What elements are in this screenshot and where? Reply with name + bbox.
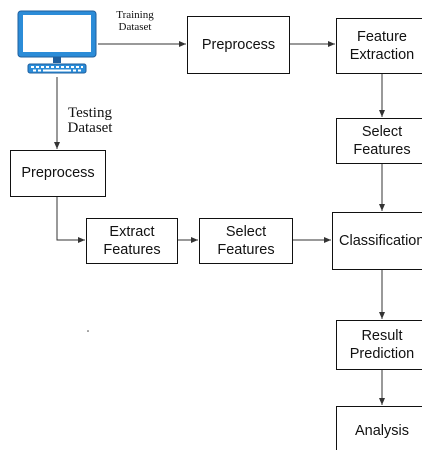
analysis-node: Analysis: [336, 406, 422, 450]
computer-monitor-icon: [17, 10, 97, 74]
select-features-top-node: Select Features: [336, 118, 422, 164]
preprocess-top-node: Preprocess: [187, 16, 290, 74]
select-features-mid-node: Select Features: [199, 218, 293, 264]
stray-dot: [87, 330, 89, 332]
testing-dataset-label: Testing Dataset: [67, 105, 113, 136]
preprocess-left-node: Preprocess: [10, 150, 106, 197]
feature-extraction-node: Feature Extraction: [336, 18, 422, 74]
extract-features-node: Extract Features: [86, 218, 178, 264]
arrow-preprocess-left-to-extract: [56, 197, 85, 243]
result-prediction-node: Result Prediction: [336, 320, 422, 370]
classification-node: Classification: [332, 212, 422, 270]
training-dataset-label: Training Dataset: [116, 9, 154, 33]
